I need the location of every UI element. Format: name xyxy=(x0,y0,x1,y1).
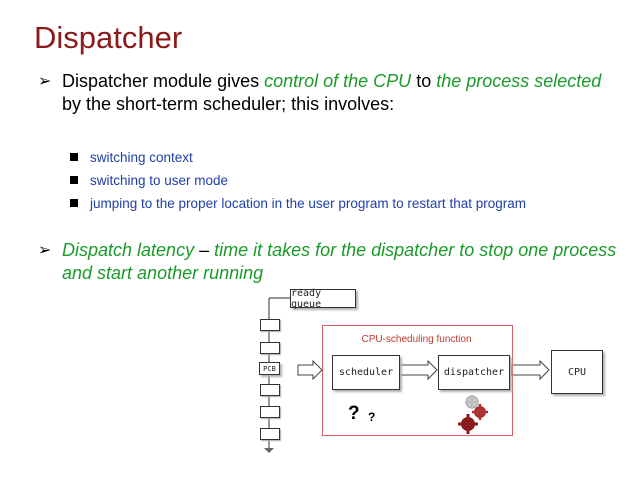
sub-bullet-text: switching to user mode xyxy=(90,173,229,188)
arrow-bullet-icon: ➢ xyxy=(38,242,52,259)
cpu-scheduling-function-box xyxy=(322,325,513,436)
arrow-bullet-icon: ➢ xyxy=(38,73,52,90)
cpu-box: CPU xyxy=(551,350,603,394)
question-mark-small: ? xyxy=(368,410,376,424)
dispatcher-box: dispatcher xyxy=(438,355,510,390)
highlight-definition: time it takes for the dispatcher to stop… xyxy=(62,240,617,283)
scheduler-box: scheduler xyxy=(332,355,400,390)
bullet-text: Dispatch latency – time it takes for the… xyxy=(62,239,622,285)
text-run: Dispatcher module gives xyxy=(62,71,265,91)
slide-title: Dispatcher xyxy=(34,20,183,55)
highlight-latency: Dispatch latency xyxy=(62,240,195,260)
bullet-text: Dispatcher module gives control of the C… xyxy=(62,70,622,116)
ready-queue-box: ready queue xyxy=(290,288,356,310)
square-bullet-icon xyxy=(70,199,78,207)
sub-bullet-text: switching context xyxy=(90,150,193,165)
question-mark-large: ? xyxy=(348,403,360,424)
highlight-control: control of the CPU xyxy=(264,71,412,91)
queue-slot xyxy=(260,406,280,418)
cpu-scheduling-function-label: CPU-scheduling function xyxy=(361,334,472,345)
pcb-box: PCB xyxy=(259,362,280,375)
text-run: to xyxy=(411,71,437,91)
square-bullet-icon xyxy=(70,153,78,161)
queue-slot xyxy=(260,342,280,354)
queue-slot xyxy=(260,319,280,331)
queue-slot xyxy=(260,428,280,440)
square-bullet-icon xyxy=(70,176,78,184)
text-run: by the short-term scheduler; this involv… xyxy=(62,94,395,114)
text-run: – xyxy=(194,240,215,260)
queue-slot xyxy=(260,384,280,396)
highlight-process: the process selected xyxy=(436,71,602,91)
sub-bullet-text: jumping to the proper location in the us… xyxy=(90,196,526,211)
